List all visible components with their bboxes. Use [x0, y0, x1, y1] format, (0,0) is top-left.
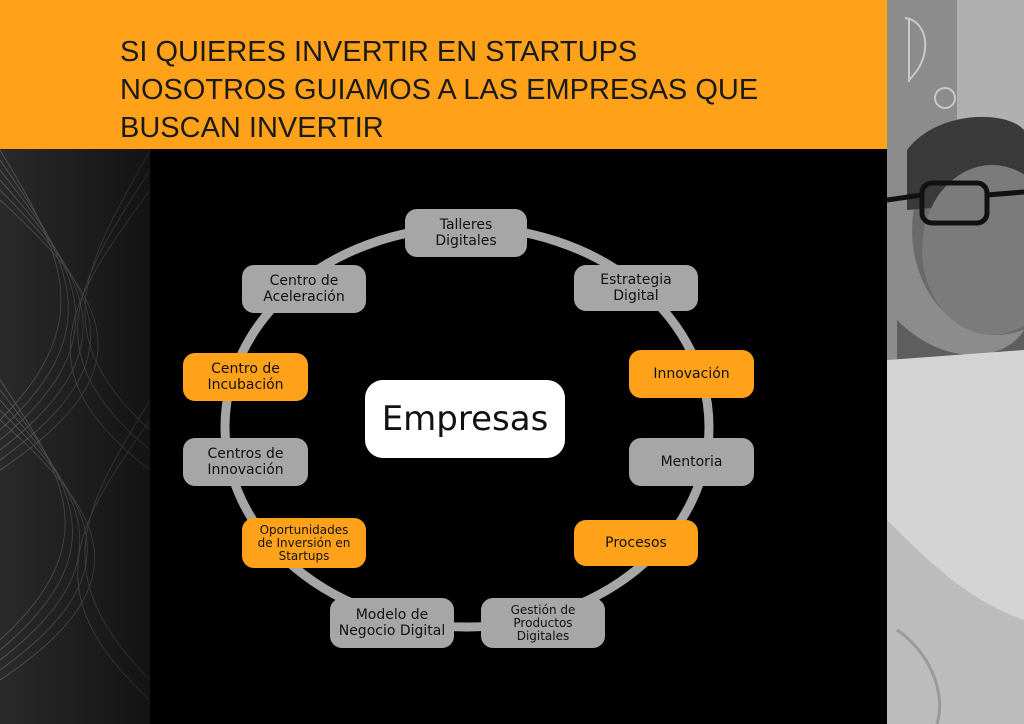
logo-watermark-icon [904, 17, 956, 109]
node-gestion-de-productos-digitales: Gestión de Productos Digitales [481, 598, 605, 648]
node-innovacion: Innovación [629, 350, 754, 398]
header-band: SI QUIERES INVERTIR EN STARTUPS NOSOTROS… [0, 0, 887, 149]
node-procesos: Procesos [574, 520, 698, 566]
center-node-empresas: Empresas [365, 380, 565, 458]
page-title: SI QUIERES INVERTIR EN STARTUPS NOSOTROS… [120, 36, 759, 144]
services-cycle-diagram: Empresas Talleres Digitales Estrategia D… [183, 209, 754, 648]
photo-graphic [887, 0, 1024, 724]
node-centro-de-incubacion: Centro de Incubación [183, 353, 308, 401]
node-modelo-de-negocio-digital: Modelo de Negocio Digital [330, 598, 454, 648]
node-centros-de-innovacion: Centros de Innovación [183, 438, 308, 486]
node-estrategia-digital: Estrategia Digital [574, 265, 698, 311]
line-pattern-graphic [0, 149, 150, 724]
node-oportunidades-de-inversion: Oportunidades de Inversión en Startups [242, 518, 366, 568]
node-centro-de-aceleracion: Centro de Aceleración [242, 265, 366, 313]
node-talleres-digitales: Talleres Digitales [405, 209, 527, 257]
node-mentoria: Mentoria [629, 438, 754, 486]
man-with-glasses-photo [887, 0, 1024, 724]
